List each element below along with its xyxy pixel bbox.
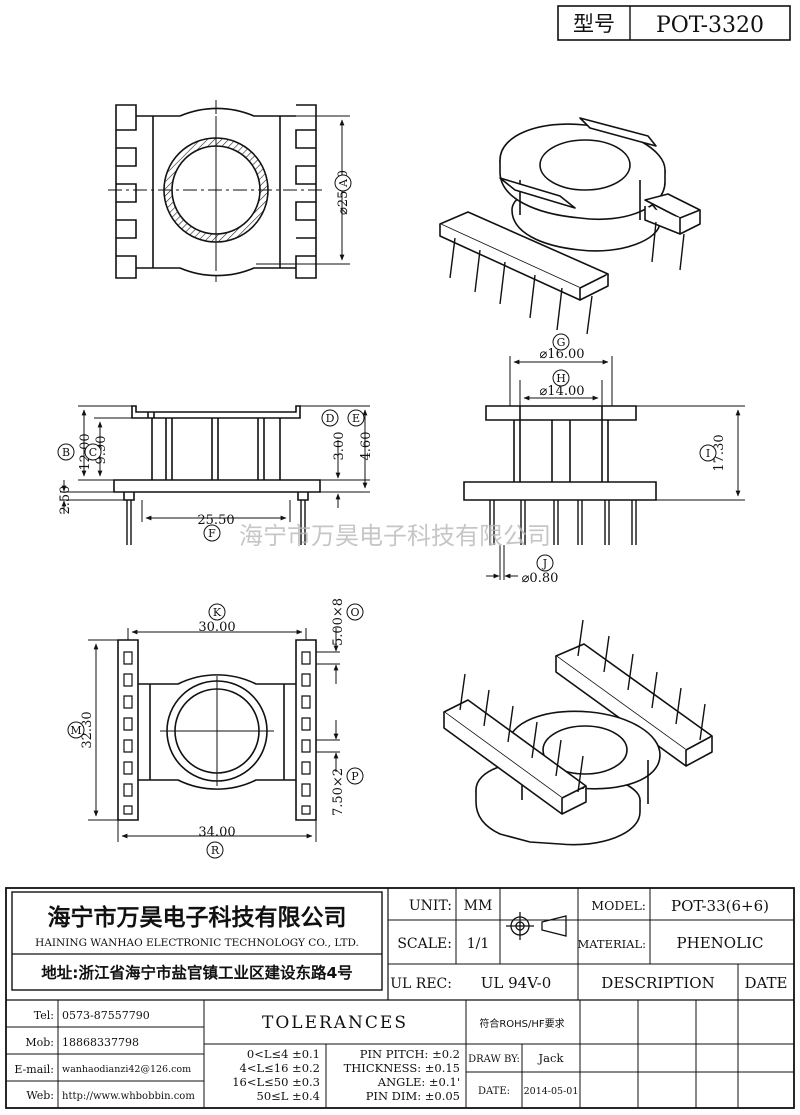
- tolerance-range-2: 4<L≤16 ±0.2: [240, 1061, 320, 1075]
- description-label: DESCRIPTION: [601, 974, 714, 992]
- dim-r-value: 34.00: [198, 825, 235, 840]
- dim-o-value: 5.00×8: [331, 598, 346, 646]
- model-value: POT-33(6+6): [671, 897, 769, 915]
- material-value: PHENOLIC: [677, 934, 764, 952]
- ul-rec-label: UL REC:: [390, 976, 452, 992]
- tolerance-angle: ANGLE: ±0.1': [377, 1075, 460, 1089]
- material-label: MATERIAL:: [577, 937, 646, 951]
- scale-label: SCALE:: [397, 936, 452, 952]
- ul-rec-value: UL 94V-0: [481, 974, 552, 992]
- dim-b-label: B: [57, 443, 75, 461]
- svg-text:P: P: [351, 770, 359, 783]
- date-label: DATE:: [478, 1086, 510, 1097]
- dim-f-label: F: [203, 524, 221, 542]
- dim-a-label: A: [334, 174, 352, 192]
- svg-text:F: F: [208, 527, 216, 540]
- dim-i-value: 17.30: [712, 434, 727, 471]
- model-header-value: POT-3320: [656, 13, 764, 38]
- bottom-view: [88, 628, 340, 842]
- email-label: E-mail:: [14, 1063, 54, 1076]
- dim-r-label: R: [206, 841, 224, 859]
- isometric-view-1: [439, 117, 701, 335]
- unit-label: UNIT:: [409, 898, 452, 914]
- svg-text:M: M: [70, 724, 81, 737]
- dim-h-label: H: [552, 369, 570, 387]
- dim-k-label: K: [208, 603, 226, 621]
- isometric-view-2: [443, 619, 713, 846]
- front-view: [463, 356, 745, 580]
- title-block: [5, 887, 795, 1109]
- svg-text:O: O: [350, 606, 359, 619]
- company-address: 地址:浙江省海宁市盐官镇工业区建设东路4号: [41, 963, 353, 982]
- svg-text:I: I: [706, 447, 710, 460]
- top-view: [108, 100, 350, 282]
- svg-text:E: E: [352, 412, 360, 425]
- svg-text:B: B: [62, 446, 70, 459]
- svg-text:C: C: [89, 446, 97, 459]
- svg-text:G: G: [557, 336, 566, 349]
- model-label: MODEL:: [591, 898, 646, 913]
- svg-text:A: A: [337, 178, 350, 188]
- tolerance-thickness: THICKNESS: ±0.15: [344, 1061, 460, 1075]
- svg-text:J: J: [542, 557, 547, 570]
- dim-g-label: G: [552, 333, 570, 351]
- dim-p-value: 7.50×2: [331, 768, 346, 816]
- email-value: wanhaodianzi42@126.com: [62, 1064, 191, 1075]
- svg-text:H: H: [556, 372, 566, 385]
- side-view: [60, 405, 370, 545]
- dim-d-value: 3.00: [332, 432, 347, 461]
- dim-j-label: J: [536, 554, 554, 572]
- tolerance-range-1: 0<L≤4 ±0.1: [247, 1047, 320, 1061]
- dim-h-value: ⌀14.00: [539, 384, 584, 399]
- tel-value: 0573-87557790: [62, 1009, 150, 1022]
- unit-value: MM: [464, 898, 493, 914]
- draw-by-label: DRAW BY:: [468, 1054, 520, 1065]
- dim-k-value: 30.00: [198, 620, 235, 635]
- dim-p-label: P: [346, 767, 364, 785]
- dim-f-value: 25.50: [197, 513, 234, 528]
- dim-i-label: I: [699, 444, 717, 462]
- web-label: Web:: [26, 1089, 54, 1102]
- tolerance-range-4: 50≤L ±0.4: [257, 1089, 321, 1103]
- watermark: 海宁市万昊电子科技有限公司: [239, 522, 551, 550]
- company-name-en: HAINING WANHAO ELECTRONIC TECHNOLOGY CO.…: [35, 937, 359, 949]
- dim-g-value: ⌀16.00: [539, 347, 584, 362]
- svg-text:K: K: [213, 606, 222, 619]
- mob-value: 18868337798: [62, 1036, 139, 1049]
- tolerance-pin-dim: PIN DIM: ±0.05: [366, 1089, 460, 1103]
- dim-o-label: O: [346, 603, 364, 621]
- tolerances-title: TOLERANCES: [262, 1013, 408, 1033]
- scale-value: 1/1: [467, 936, 490, 952]
- company-name-cn: 海宁市万昊电子科技有限公司: [48, 904, 347, 931]
- tolerance-range-3: 16<L≤50 ±0.3: [232, 1075, 320, 1089]
- model-header-label: 型号: [573, 12, 615, 36]
- dim-m-label: M: [67, 721, 85, 739]
- tolerance-pin-pitch: PIN PITCH: ±0.2: [360, 1047, 460, 1061]
- rohs-note: 符合ROHS/HF要求: [479, 1017, 564, 1030]
- mob-label: Mob:: [25, 1036, 54, 1049]
- draw-by-value: Jack: [538, 1051, 565, 1065]
- dim-d-label: D: [321, 409, 339, 427]
- dim-c-label: C: [84, 443, 102, 461]
- model-header: 型号 POT-3320: [557, 5, 791, 41]
- tel-label: Tel:: [34, 1009, 54, 1022]
- web-value: http://www.whbobbin.com: [62, 1091, 195, 1102]
- dim-e-value: 4.60: [359, 432, 374, 461]
- dim-j-value: ⌀0.80: [522, 571, 559, 586]
- dim-m-value: 32.30: [80, 711, 95, 748]
- date-value: 2014-05-01: [524, 1086, 579, 1097]
- svg-text:D: D: [326, 412, 335, 425]
- dim-pin-offset: 2.50: [58, 486, 73, 515]
- svg-text:R: R: [211, 844, 220, 857]
- dim-e-label: E: [347, 409, 365, 427]
- date-header-label: DATE: [745, 974, 788, 992]
- projection-symbol-icon: [506, 912, 567, 940]
